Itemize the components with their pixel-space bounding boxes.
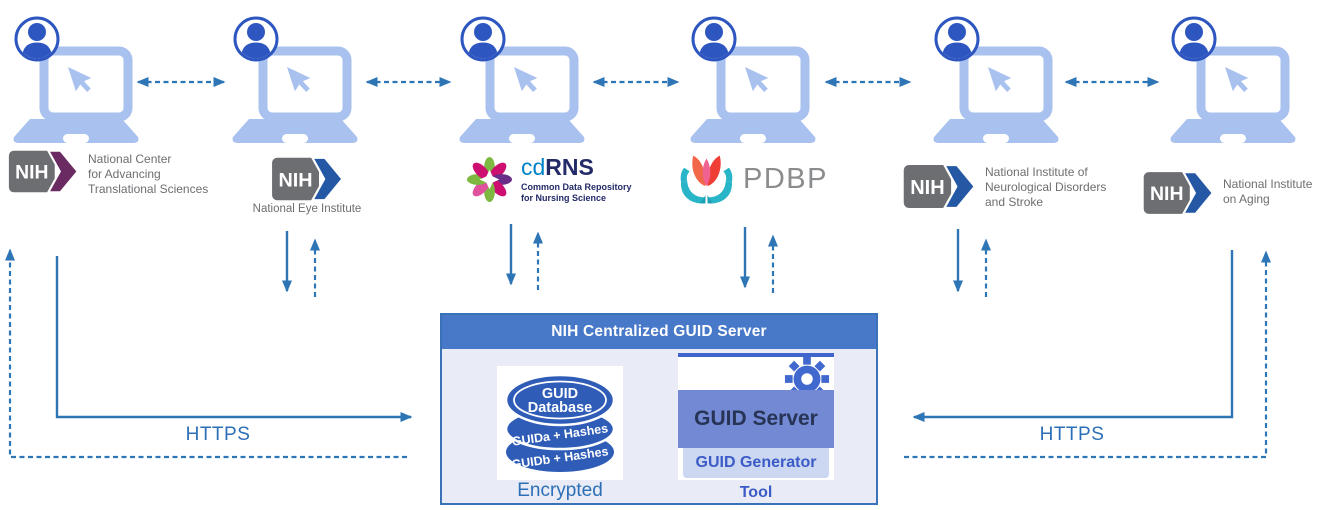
nia-name-line2: on Aging [1223,191,1270,206]
nih-nei-badge-icon [268,157,348,201]
laptop-user-icon [10,15,142,145]
nih-ncats-badge-icon [8,150,80,193]
nei-logo [268,157,348,201]
server-box-title: NIH Centralized GUID Server [442,315,876,349]
database-cylinder-icon: GUIDb + Hashes GUIDa + Hashes GUID Datab… [504,373,616,472]
cdrns-logo: cdRNS Common Data Repository for Nursing… [466,156,632,203]
ninds-name-line1: National Institute of [985,165,1088,179]
pdbp-logo: PDBP [678,150,828,208]
ninds-logo: National Institute of Neurological Disor… [903,163,1106,210]
ninds-name-line2: Neurological Disorders [985,179,1107,194]
https-right-solid-arrow [912,250,1234,422]
https-left-dashed-return [4,248,407,459]
ncats-logo: National Center for Advancing Translatio… [8,150,208,197]
station-cdrns [456,15,588,150]
guid-server-title: GUID Server [678,390,834,448]
nia-logo: National Institute on Aging [1143,171,1312,215]
ncats-name-line3: Translational Sciences [88,181,209,196]
cdrns-flower-icon [466,156,513,203]
ncats-name-line2: for Advancing [88,166,161,181]
db-label-line1: GUID [542,386,578,402]
db-label-line2: Database [528,400,592,416]
station-ncats [10,15,142,150]
nih-nia-badge-icon [1143,171,1215,215]
cdrns-subtitle: Common Data Repository for Nursing Scien… [521,182,632,203]
ncats-name: National Center for Advancing Translatio… [88,150,208,197]
laptop-user-icon [687,15,819,145]
https-right-dashed-return [904,250,1271,459]
https-right-label: HTTPS [1039,424,1105,445]
nei-name: National Eye Institute [252,203,362,215]
pdbp-hands-book-icon [680,155,733,204]
cdrns-sub-line1: Common Data Repository [521,182,632,192]
cdrns-sub-line2: for Nursing Science [521,192,607,203]
laptop-user-icon [229,15,361,145]
ninds-name-line3: and Stroke [985,194,1044,209]
nia-name-line1: National Institute [1223,177,1313,191]
cdrns-wordmark: cdRNS Common Data Repository for Nursing… [521,156,632,203]
station-pdbp [687,15,819,150]
guid-server-topbar [678,353,834,357]
laptop-user-icon [1167,15,1299,145]
guid-database-panel: GUIDb + Hashes GUIDa + Hashes GUID Datab… [497,366,623,480]
guid-generator-tool-label: GUID Generator Tool [683,448,829,501]
pdbp-wordmark: PDBP [743,162,828,195]
cdrns-rns-text: RNS [545,154,594,180]
laptop-user-icon [930,15,1062,145]
https-left-solid-arrow [55,256,413,422]
encrypted-caption: Encrypted [517,480,603,501]
station-nia [1167,15,1299,150]
station-nei [229,15,361,150]
nia-name: National Institute on Aging [1223,171,1312,207]
cdrns-cd-text: cd [521,154,546,180]
nih-guid-server-box: NIH Centralized GUID Server GUIDb + Hash… [440,313,878,505]
ncats-name-line1: National Center [88,152,172,166]
station-ninds [930,15,1062,150]
nih-ninds-badge-icon [903,163,977,210]
https-left-label: HTTPS [185,424,251,445]
laptop-user-icon [456,15,588,145]
ninds-name: National Institute of Neurological Disor… [985,163,1106,210]
guid-server-panel: GUID Server GUID Generator Tool [678,353,834,501]
